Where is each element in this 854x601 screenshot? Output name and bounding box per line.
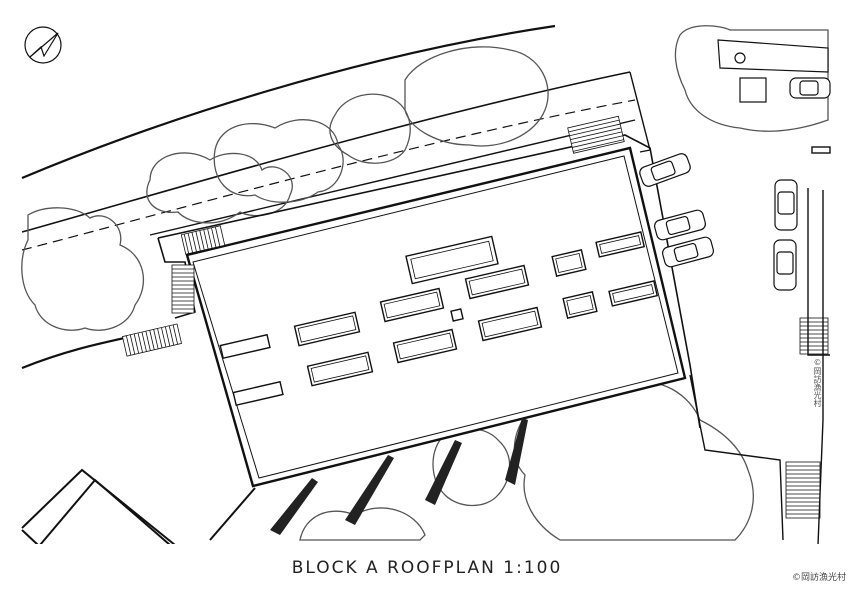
side-watermark: ©岡訪漁光村 (813, 358, 822, 407)
neighbour-roof (21, 468, 256, 546)
tree (299, 507, 426, 541)
site-edge-right (689, 146, 831, 546)
parked-cars (639, 39, 831, 291)
skylight (379, 287, 445, 323)
north-arrow-icon (24, 26, 62, 64)
terrace-slab (157, 134, 701, 429)
tree (329, 93, 411, 164)
stair-bottom-left (121, 323, 183, 357)
stair-right-edge (785, 317, 829, 519)
skylight (551, 249, 587, 277)
parking-kiosk (739, 77, 767, 103)
car (773, 239, 797, 291)
drawing-title: BLOCK A ROOFPLAN 1:100 (291, 558, 563, 578)
skylights (219, 231, 659, 407)
skylight (562, 291, 598, 319)
skylight (392, 328, 458, 364)
car (774, 179, 798, 231)
tree (404, 46, 549, 147)
stair-top-right (567, 115, 625, 154)
skylight (464, 264, 530, 300)
skylight (477, 306, 543, 342)
skylight (219, 333, 271, 360)
car (639, 153, 691, 187)
skylight (405, 235, 499, 285)
skylight (608, 280, 659, 307)
skylight (293, 311, 361, 347)
stair-left (171, 264, 195, 314)
tree (21, 207, 145, 331)
car (789, 77, 831, 99)
car (654, 209, 706, 241)
stair-top-left (180, 225, 226, 255)
car (662, 236, 714, 268)
tree (674, 25, 829, 132)
copyright-text: ©岡訪漁光村 (791, 573, 846, 583)
tree (213, 119, 344, 203)
tree-shadows (270, 418, 528, 535)
roof-hatch (450, 308, 464, 322)
skylight (595, 231, 646, 258)
parking-strip (717, 39, 829, 73)
skylight (306, 351, 374, 387)
roof-outline (185, 146, 687, 488)
skylight (232, 380, 284, 407)
tree (146, 152, 293, 224)
